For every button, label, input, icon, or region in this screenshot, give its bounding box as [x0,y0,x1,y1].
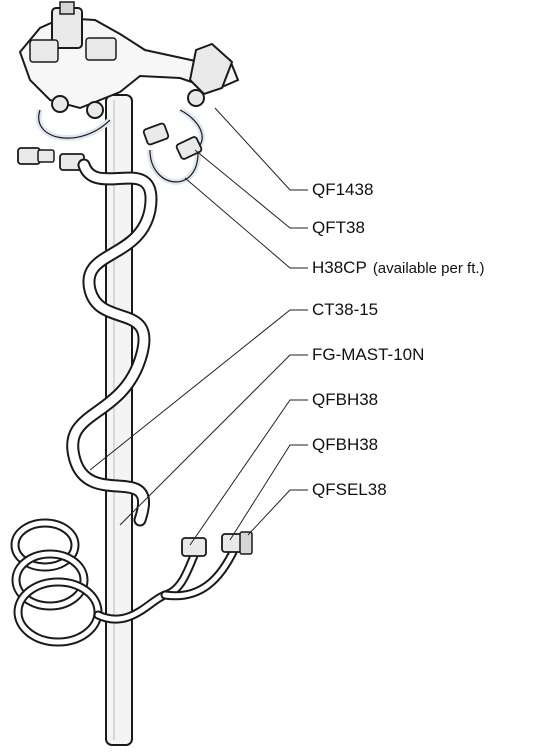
leader-qft38 [194,149,308,229]
label-h38cp: H38CP (available per ft.) [312,258,485,279]
label-qfbh38-2-text: QFBH38 [312,435,379,454]
label-qft38: QFT38 [312,218,365,238]
label-ct38-15: CT38-15 [312,300,378,320]
label-qf1438-text: QF1438 [312,180,374,199]
upper-hoses [35,107,206,185]
label-ct38-15-text: CT38-15 [312,300,379,319]
leader-qfbh38-1 [189,399,308,546]
label-qf1438: QF1438 [312,180,373,200]
label-qft38-text: QFT38 [312,218,365,237]
leader-fg-mast-10n [119,354,308,526]
label-qfbh38-1: QFBH38 [312,390,378,410]
fittings-lower [181,531,253,557]
label-qfsel38-text: QFSEL38 [312,480,387,499]
label-fg-mast-10n-text: FG-MAST-10N [312,345,425,364]
label-qfbh38-2: QFBH38 [312,435,378,455]
label-fg-mast-10n: FG-MAST-10N [312,345,424,365]
manifold-head [18,1,240,119]
label-qfsel38: QFSEL38 [312,480,387,500]
label-h38cp-note: (available per ft.) [372,260,485,277]
label-h38cp-text: H38CP [312,258,367,277]
leader-qfsel38 [247,489,308,536]
label-qfbh38-1-text: QFBH38 [312,390,379,409]
leader-qf1438 [214,107,308,191]
coil-hose [10,158,240,647]
leader-lines [89,107,308,546]
mast-pole [105,94,133,746]
leader-qfbh38-2 [229,444,308,541]
leader-ct38-15 [89,309,308,471]
leader-h38cp [184,177,308,269]
